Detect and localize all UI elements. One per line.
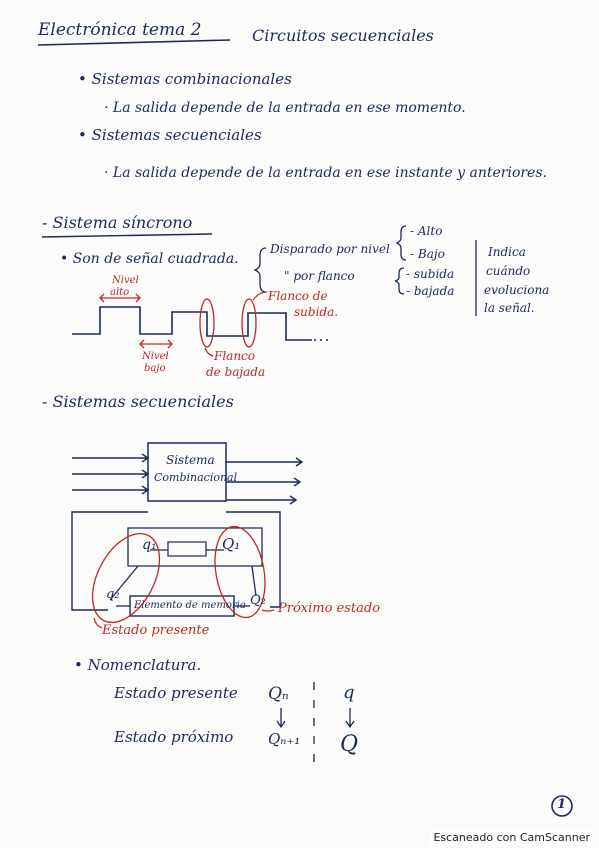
present-state-loop: [91, 532, 161, 624]
nomenclature-q-upper: Q: [340, 732, 359, 757]
square-wave: [72, 306, 312, 341]
level-bajo-text: Bajo: [417, 247, 445, 261]
level-bajo: - Bajo: [410, 247, 445, 261]
sync-heading-underline: [41, 233, 213, 238]
indicates-line-4: la señal.: [484, 301, 535, 315]
seq-heading-text: Sistemas secuenciales: [52, 392, 234, 411]
page-number-circle: [551, 795, 573, 817]
arrow-q: [345, 708, 355, 729]
intro-item-combinational: • Sistemas combinacionales: [78, 70, 292, 88]
small-inner-rect: [167, 541, 207, 557]
sync-by-level: Disparado por nivel: [270, 242, 390, 256]
present-pointer: [93, 617, 103, 629]
feedback-outer-right: [226, 511, 281, 608]
q-small-top: q₁: [142, 537, 157, 553]
sync-bullet-text: Son de señal cuadrada.: [72, 251, 239, 267]
label-flanco-subida-2: subida.: [294, 305, 339, 319]
nomenclature-present: Estado presente: [114, 684, 238, 702]
q-small-bottom: q₂: [106, 587, 120, 602]
intro-item2-desc-text: La salida depende de la entrada en ese i…: [112, 165, 547, 181]
intro-item2-description: · La salida depende de la entrada en ese…: [104, 165, 547, 181]
edge-bajada: - bajada: [406, 284, 455, 298]
scanner-watermark: Escaneado con CamScanner: [430, 830, 593, 845]
memory-block-label: Elemento de memoria: [134, 600, 246, 611]
brace-edge: [394, 267, 405, 295]
intro-item1-description: · La salida depende de la entrada en ese…: [104, 100, 466, 116]
feedback-outer: [71, 511, 148, 611]
flanco-subida-pointer: [252, 291, 268, 301]
indicates-line-1: Indica: [488, 245, 526, 259]
label-nivel-bajo-1: Nivel: [142, 351, 169, 362]
indicates-line-2: cuándo: [486, 264, 531, 278]
label-flanco-bajada-1: Flanco: [214, 349, 255, 363]
label-flanco-subida-1: Flanco de: [268, 289, 328, 303]
nivel-alto-arrow: [99, 293, 141, 303]
q-row-box: [127, 527, 263, 567]
edge-subida: - subida: [406, 267, 455, 281]
label-nivel-bajo-2: bajo: [144, 363, 166, 374]
label-nivel-alto-2: alto: [110, 287, 130, 298]
sync-heading-text: Sistema síncrono: [52, 213, 193, 232]
nomenclature-qn1: Qₙ₊₁: [268, 730, 301, 748]
sync-by-edge: " por flanco: [284, 269, 355, 283]
level-alto-text: Alto: [417, 224, 443, 238]
edge-bajada-text: bajada: [413, 284, 455, 298]
comb-block-rect: [147, 442, 227, 502]
title-underline: [37, 39, 231, 46]
seq-heading: - Sistemas secuenciales: [42, 392, 234, 411]
label-nivel-alto-1: Nivel: [112, 275, 139, 286]
label-flanco-bajada-2: de bajada: [206, 365, 266, 379]
down-lines: [109, 565, 257, 601]
nomenclature-qn: Qₙ: [268, 684, 289, 704]
nomenclature-next: Estado próximo: [114, 728, 234, 746]
page-number: 1: [557, 797, 567, 812]
nomenclature-q-lower: q: [343, 682, 355, 703]
indicates-line-3: evoluciona: [484, 283, 550, 297]
q-big-top: Q₁: [222, 535, 241, 553]
output-arrows: [226, 457, 304, 505]
intro-item-sequential: • Sistemas secuenciales: [78, 126, 262, 144]
brace-level: [395, 225, 407, 261]
q-big-bottom: Q₂: [250, 593, 266, 608]
nomenclature-heading-text: Nomenclatura.: [87, 656, 202, 674]
flanco-bajada-pointer: [204, 347, 214, 357]
intro-item2-text: Sistemas secuenciales: [91, 126, 262, 144]
nivel-bajo-arrow: [139, 339, 173, 349]
flanco-bajada-ellipse: [199, 298, 215, 348]
edge-subida-text: subida: [413, 267, 455, 281]
intro-item1-desc-text: La salida depende de la entrada en ese m…: [112, 100, 466, 116]
page-subtitle: Circuitos secuenciales: [252, 26, 434, 45]
intro-item1-text: Sistemas combinacionales: [91, 70, 292, 88]
brace-left: [253, 247, 267, 293]
level-alto: - Alto: [410, 224, 443, 238]
next-pointer: [261, 609, 275, 612]
sync-heading: - Sistema síncrono: [42, 213, 193, 232]
flanco-subida-ellipse: [241, 298, 257, 348]
next-state-loop: [214, 525, 266, 619]
comb-block-label-2: Combinacional: [154, 471, 238, 484]
nomenclature-heading: • Nomenclatura.: [74, 656, 202, 674]
label-next-state: Próximo estado: [278, 601, 381, 616]
page-title: Electrónica tema 2: [38, 20, 202, 40]
input-arrows: [72, 453, 150, 495]
comb-block-label-1: Sistema: [166, 453, 215, 467]
label-present-state: Estado presente: [102, 623, 210, 638]
arrow-qn: [276, 708, 286, 729]
sync-bullet: • Son de señal cuadrada.: [60, 251, 239, 267]
